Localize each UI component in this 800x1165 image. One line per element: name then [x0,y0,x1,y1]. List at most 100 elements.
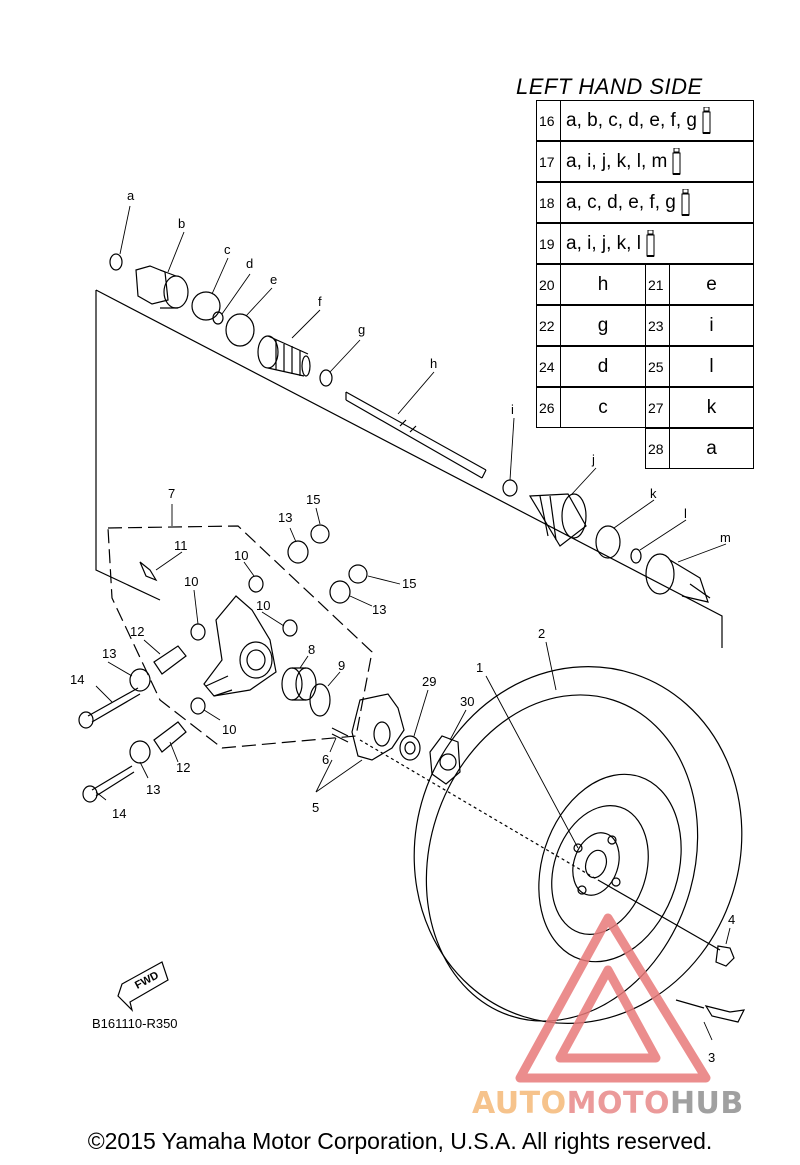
cell-value: g [597,314,609,336]
callout-l: l [684,506,687,521]
cell-value: l [709,355,714,377]
callout-8: 8 [308,642,315,657]
row-number: 17 [537,142,561,181]
callout-13c: 13 [102,646,116,661]
callout-d: d [246,256,253,271]
seal-13c [129,668,151,692]
callout-3: 3 [708,1050,715,1065]
knuckle-group-outline [107,525,373,749]
row-parts: a, i, j, k, l, m [566,150,668,172]
callout-a: a [127,188,135,203]
callout-30: 30 [460,694,474,709]
valve-3 [675,999,746,1023]
band-k [595,525,621,559]
inner-joint-m [645,553,711,603]
callout-f: f [318,294,322,309]
callout-9: 9 [338,658,345,673]
seal-13b [329,580,351,604]
callout-13a: 13 [278,510,292,525]
copyright-footer: ©2015 Yamaha Motor Corporation, U.S.A. A… [87,1128,713,1154]
seal-13d [129,740,151,764]
logo-hub: HUB [669,1086,744,1121]
seal-13a [287,540,309,564]
knuckle-7 [203,595,277,697]
fwd-label: FWD [133,969,161,991]
callout-5: 5 [312,800,319,815]
circlip-a [109,253,123,271]
row-number: 16 [537,101,561,140]
cell-number: 28 [646,429,670,468]
boot-f [257,335,311,377]
logo-auto: AUTO [472,1086,567,1121]
axle-shaft-h [345,391,487,479]
cv-joint-b [135,265,189,309]
callout-g: g [358,322,365,337]
clip-d [212,311,224,325]
callout-12b: 12 [176,760,190,775]
collar-12a [153,645,187,675]
cell-number: 25 [646,347,670,386]
row-number: 19 [537,224,561,263]
row-parts: a, i, j, k, l [566,232,641,254]
boot-j [528,493,587,547]
grease-tube-icon [646,229,655,257]
callout-j: j [591,452,595,467]
cell-number: 26 [537,388,561,427]
table-cell-left: 24 d [536,346,646,387]
bolt-14b [82,765,135,803]
row-parts: a, b, c, d, e, f, g [566,109,697,131]
wheel-1 [538,773,682,963]
table-title: LEFT HAND SIDE [516,74,703,99]
cell-number: 23 [646,306,670,345]
collar-12b [153,721,187,753]
wheel-axis-line [359,739,599,881]
callout-b: b [178,216,185,231]
row-parts: a, c, d, e, f, g [566,191,676,213]
callout-12a: 12 [130,624,144,639]
callout-c: c [224,242,231,257]
hub-5 [351,693,405,761]
callout-2: 2 [538,626,545,641]
watermark-logo: AUTOMOTOHUB [472,1086,744,1121]
callout-1: 1 [476,660,483,675]
callout-13b: 13 [372,602,386,617]
bushing-10a [190,623,206,641]
ring-c [191,291,221,321]
axle-nut-29 [399,735,421,761]
clip-l [630,548,642,564]
callout-7: 7 [168,486,175,501]
tire-2 [413,666,743,1024]
grease-tube-icon [681,188,690,216]
grease-tube-icon [702,106,711,134]
cell-number: 21 [646,265,670,304]
band-i [502,479,518,497]
callout-k: k [650,486,657,501]
callout-4: 4 [728,912,735,927]
table-cell-right: 25 l [645,346,754,387]
table-cell-left: 26 c [536,387,646,428]
cell-value: k [706,396,717,418]
row-number: 18 [537,183,561,222]
cell-value: h [597,273,609,295]
bushing-10d [190,697,206,715]
cell-number: 24 [537,347,561,386]
callout-10d: 10 [222,722,236,737]
callout-e: e [270,272,277,287]
bushing-10c [282,619,298,637]
cell-value: d [597,355,609,377]
grease-tube-icon [672,147,681,175]
bushing-10b [248,575,264,593]
nut-15a [310,524,330,544]
callout-10c: 10 [256,598,270,613]
callout-10a: 10 [234,548,248,563]
callout-29: 29 [422,674,436,689]
cell-value: c [598,396,608,418]
